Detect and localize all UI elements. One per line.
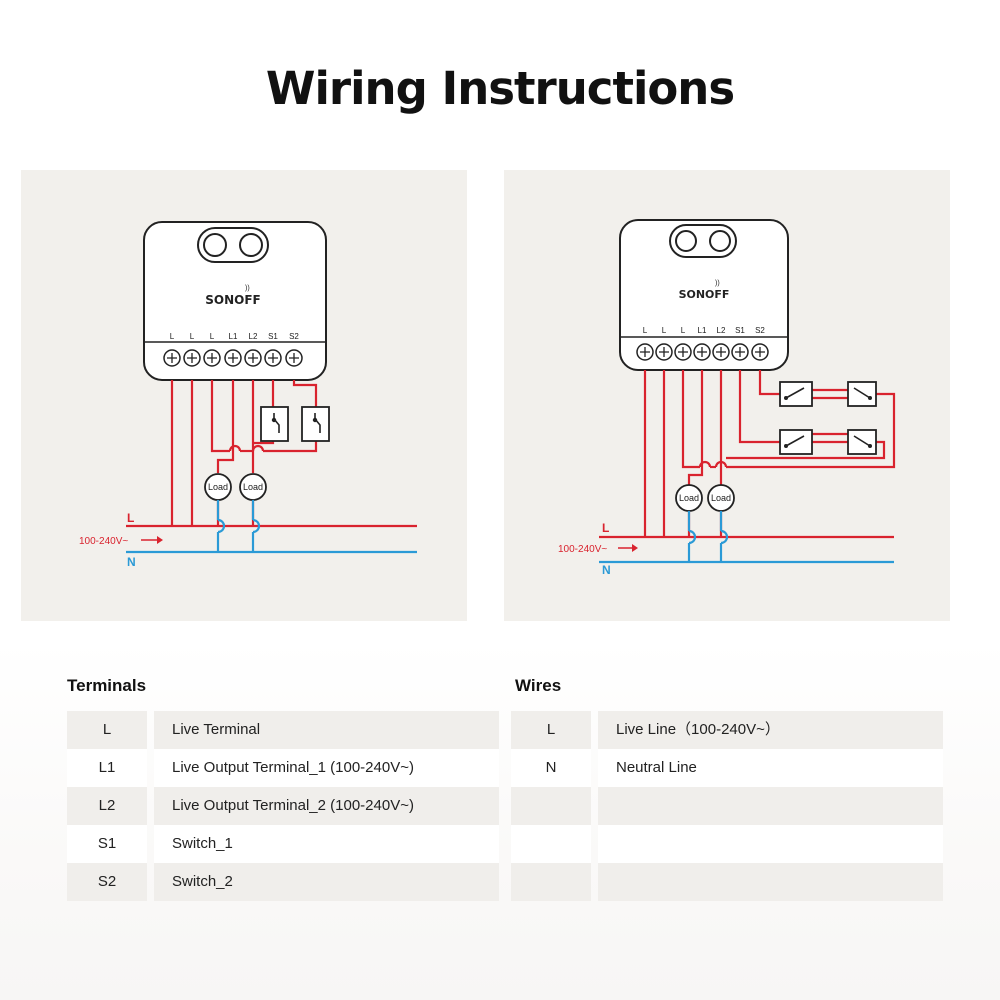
terminal-label: L [210, 332, 215, 341]
terminal-label: L [662, 326, 667, 335]
terminal-label: L [190, 332, 195, 341]
table-cell-code: S2 [67, 863, 147, 901]
table-cell-desc: Live Line（100-240V~） [598, 711, 943, 749]
table-cell-code: L1 [67, 749, 147, 787]
button-left-icon [675, 230, 697, 252]
terminal-label: L [681, 326, 686, 335]
load-label: Load [208, 482, 228, 492]
voltage-label: 100-240V~ [79, 536, 128, 547]
diagram-right-svg: SONOFF )) L L L L1 L2 S1 S2 [558, 219, 896, 577]
device-body [619, 219, 789, 371]
wiring-diagram-two-way-switch: SONOFF )) L L L L1 L2 S1 S2 [504, 170, 950, 621]
button-right-icon [239, 233, 263, 257]
switch-icon [301, 406, 330, 442]
button-right-icon [709, 230, 731, 252]
table-cell-code [511, 787, 591, 825]
terminal-label: L [170, 332, 175, 341]
neutral-line-label: N [602, 563, 611, 577]
table-cell-desc [598, 863, 943, 901]
terminal-label: L [643, 326, 648, 335]
terminal-label: L1 [229, 332, 238, 341]
terminal-label: S2 [289, 332, 299, 341]
switch-icon [779, 381, 813, 407]
table-cell-code [511, 863, 591, 901]
wiring-diagram-single-switch: SONOFF )) L L L L1 L2 S1 S2 [21, 170, 467, 621]
terminal-label: L2 [717, 326, 726, 335]
live-wires [126, 380, 417, 528]
neutral-wires [126, 500, 417, 554]
table-cell-code: S1 [67, 825, 147, 863]
wires-heading: Wires [515, 676, 562, 695]
table-cell-desc [598, 787, 943, 825]
table-cell-desc: Live Output Terminal_2 (100-240V~) [154, 787, 499, 825]
button-left-icon [203, 233, 227, 257]
brand-logo: SONOFF [205, 293, 260, 307]
switch-icon [779, 429, 813, 455]
table-cell-code: L2 [67, 787, 147, 825]
neutral-line-label: N [127, 555, 136, 569]
terminal-label: S1 [268, 332, 278, 341]
terminal-label: L1 [698, 326, 707, 335]
terminal-label: S1 [735, 326, 745, 335]
terminal-label: L2 [249, 332, 258, 341]
table-cell-desc: Switch_1 [154, 825, 499, 863]
arrow-right-icon [632, 544, 638, 552]
load-label: Load [679, 493, 699, 503]
terminal-label: S2 [755, 326, 765, 335]
live-line-label: L [602, 521, 609, 535]
live-line-label: L [127, 511, 134, 525]
device-body [143, 221, 327, 381]
table-cell-code: L [511, 711, 591, 749]
table-cell-code: L [67, 711, 147, 749]
load-label: Load [243, 482, 263, 492]
table-cell-desc: Neutral Line [598, 749, 943, 787]
diagram-left-svg: SONOFF )) L L L L1 L2 S1 S2 [79, 221, 417, 569]
two-way-switches [779, 381, 877, 455]
arrow-right-icon [157, 536, 163, 544]
table-cell-code [511, 825, 591, 863]
table-cell-desc [598, 825, 943, 863]
neutral-wires [599, 511, 894, 564]
switch-icon [847, 429, 877, 455]
page-title: Wiring Instructions [265, 62, 735, 115]
live-wires [599, 370, 896, 539]
wifi-icon: )) [715, 280, 720, 287]
switch-icon [847, 381, 877, 407]
switch-icon [260, 406, 289, 442]
table-cell-code: N [511, 749, 591, 787]
table-cell-desc: Live Terminal [154, 711, 499, 749]
brand-logo: SONOFF [679, 288, 730, 301]
wifi-icon: )) [245, 285, 250, 292]
table-cell-desc: Switch_2 [154, 863, 499, 901]
table-cell-desc: Live Output Terminal_1 (100-240V~) [154, 749, 499, 787]
terminals-heading: Terminals [67, 676, 147, 695]
load-label: Load [711, 493, 731, 503]
voltage-label: 100-240V~ [558, 544, 607, 555]
